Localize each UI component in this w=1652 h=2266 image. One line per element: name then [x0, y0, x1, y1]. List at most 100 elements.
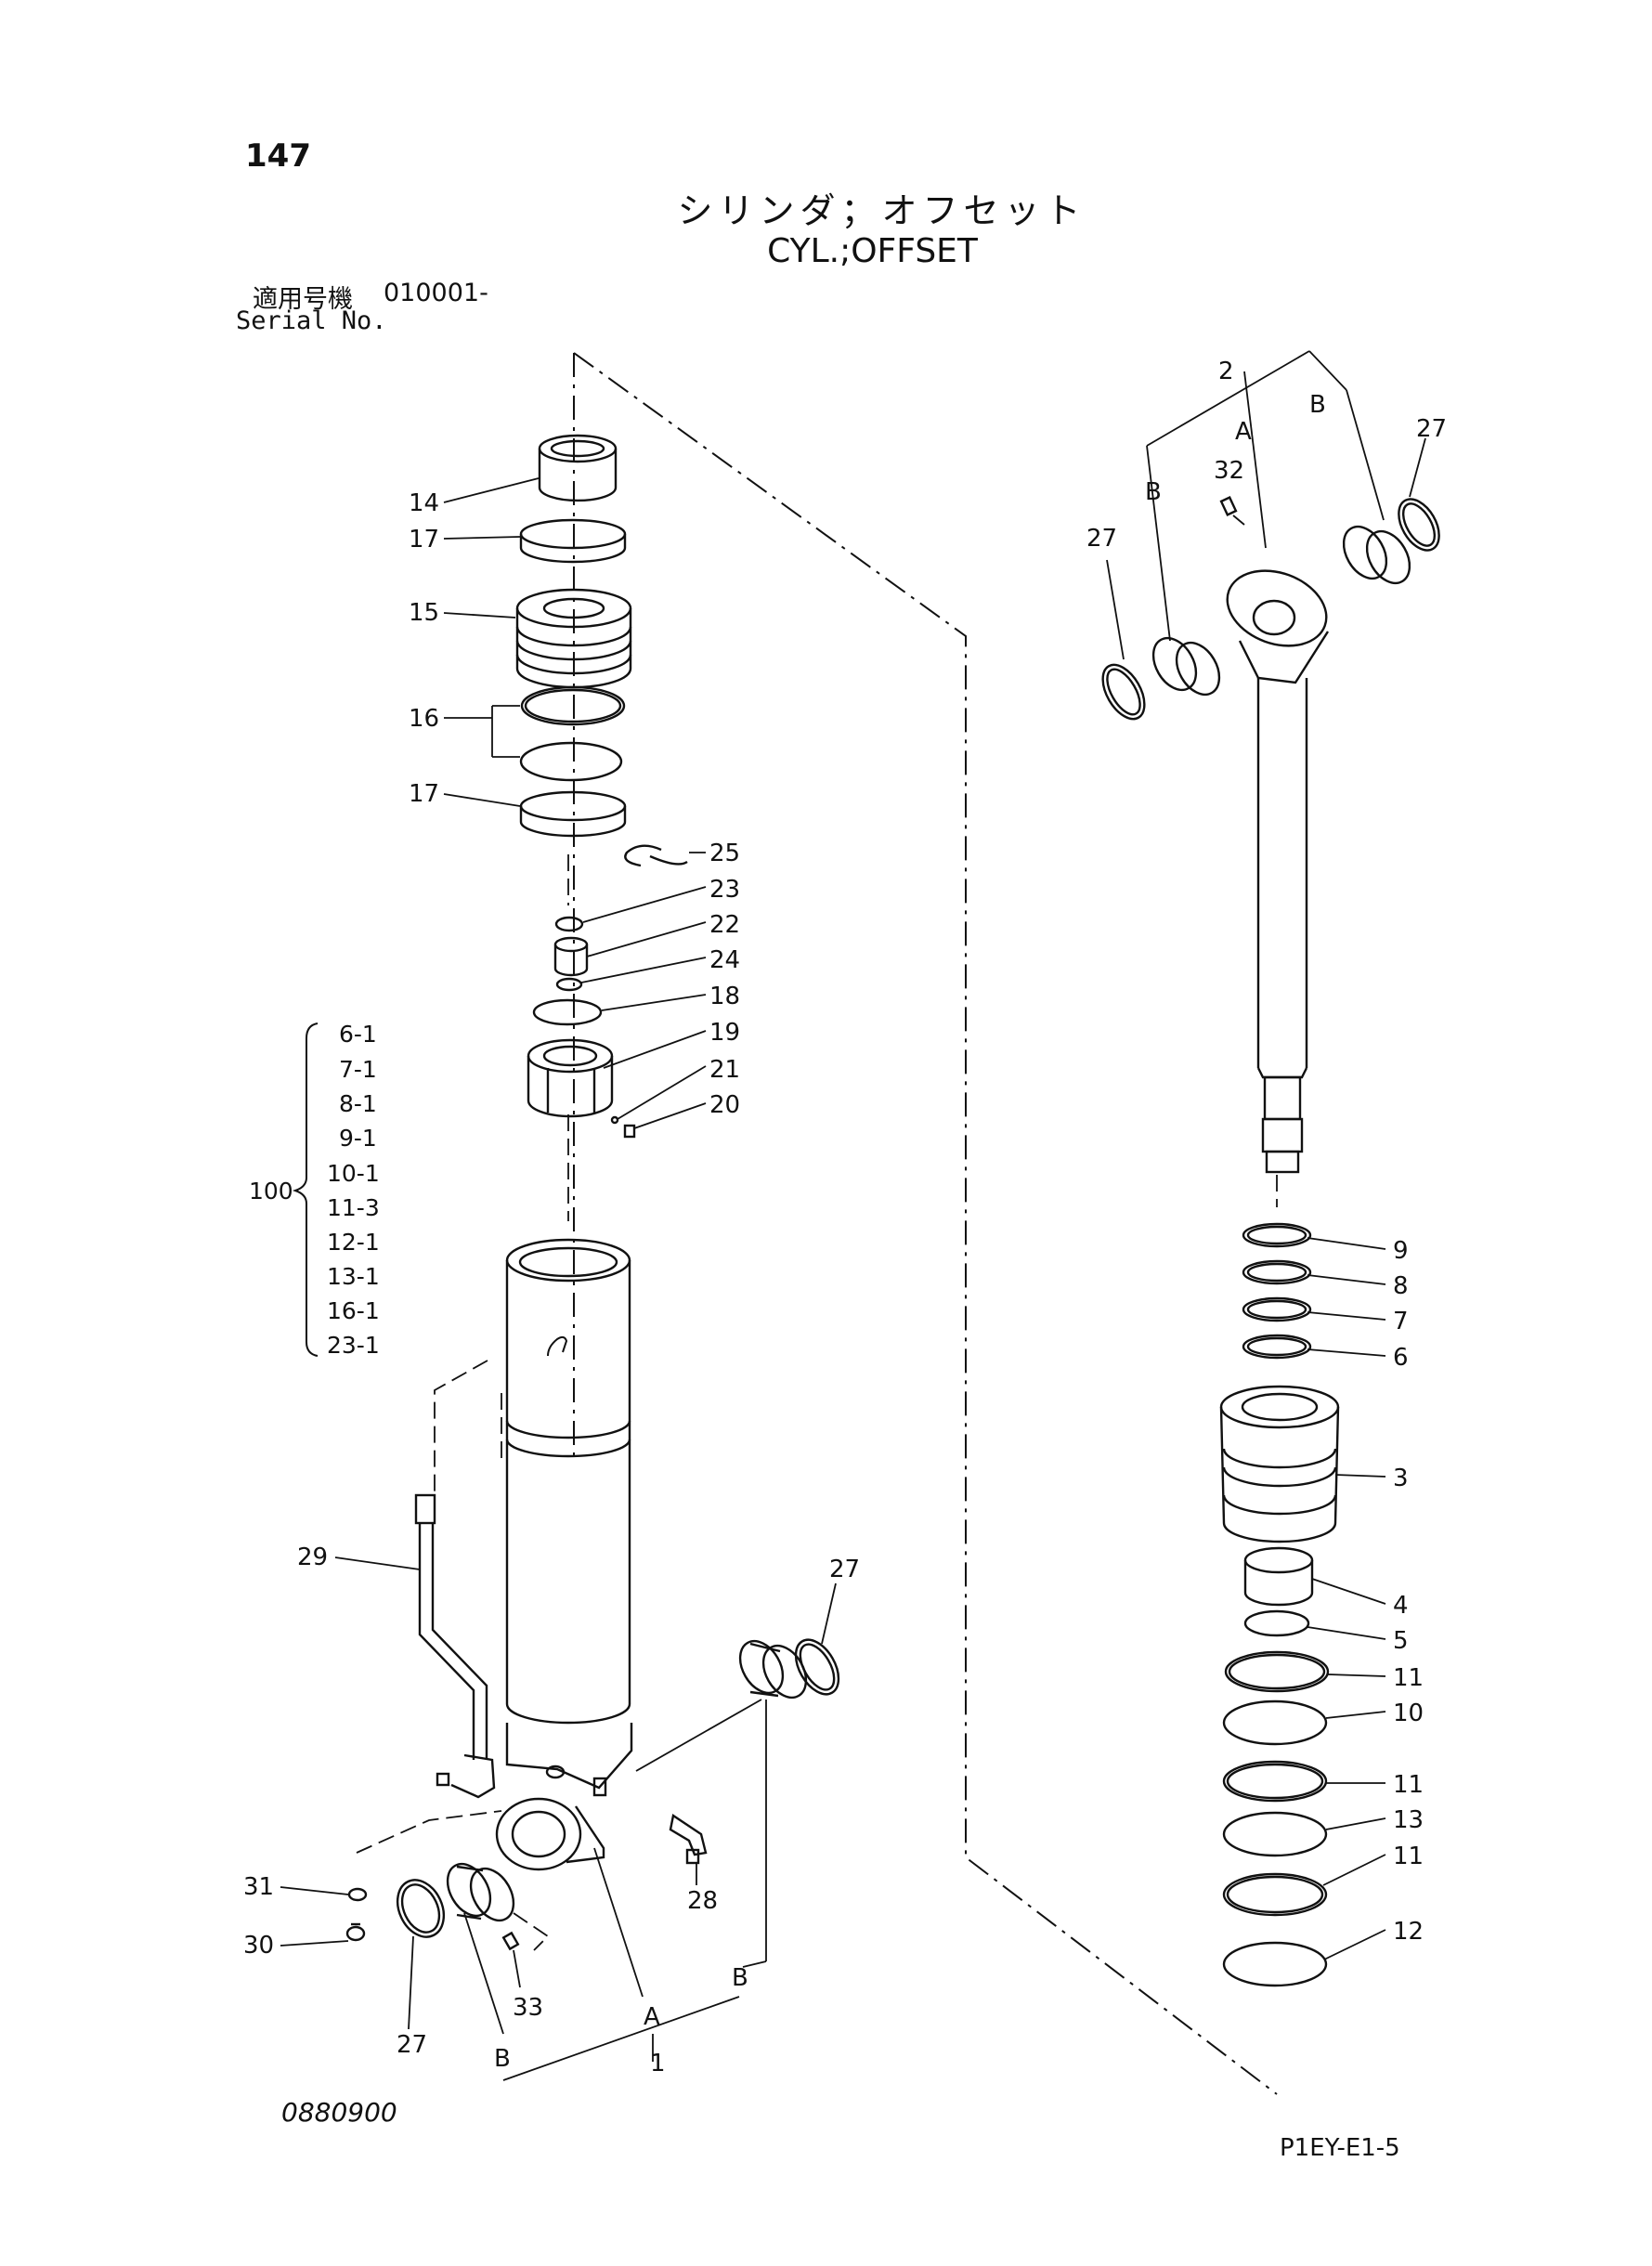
callout-b2: B: [494, 2045, 511, 2073]
callout-20: 20: [709, 1091, 740, 1119]
callout-8: 8: [1393, 1272, 1409, 1300]
kit-item: 23-1: [327, 1332, 380, 1359]
assembly-outline: [573, 352, 1278, 2095]
part-29-pipe: [414, 1493, 496, 1799]
kit-item: 9-1: [339, 1125, 377, 1152]
part-3-cylinder-head: [1219, 1385, 1340, 1543]
kit-item: 13-1: [327, 1263, 380, 1290]
title-english: CYL.;OFFSET: [767, 232, 978, 270]
callout-30: 30: [243, 1932, 274, 1960]
sheet-code: P1EY-E1-5: [1280, 2134, 1400, 2162]
callout-19: 19: [709, 1019, 740, 1047]
part-16-seal-set: [519, 685, 626, 782]
callout-2: 2: [1218, 358, 1234, 385]
callout-4: 4: [1393, 1592, 1409, 1620]
part-31-washer: [347, 1887, 368, 1902]
serial-number-value: 010001-: [384, 279, 488, 307]
kit-item: 7-1: [339, 1056, 377, 1083]
callout-24: 24: [709, 946, 740, 974]
kit-item: 11-3: [327, 1194, 380, 1221]
callout-27a: 27: [829, 1556, 860, 1583]
part-33-grease-fitting: [501, 1931, 520, 1951]
callout-15: 15: [409, 599, 439, 627]
callout-27c: 27: [1416, 415, 1447, 443]
serial-label-english: Serial No.: [236, 306, 387, 335]
callout-3: 3: [1393, 1465, 1409, 1492]
callout-31: 31: [243, 1873, 274, 1901]
title-japanese: シリンダ；オフセット: [677, 190, 1086, 231]
part-24-ring: [555, 977, 583, 992]
kit-item: 8-1: [339, 1090, 377, 1117]
callout-14: 14: [409, 489, 439, 517]
callout-17a: 17: [409, 526, 439, 553]
callout-21: 21: [709, 1056, 740, 1084]
callout-27d: 27: [1086, 525, 1117, 553]
callout-b4: B: [1145, 478, 1162, 506]
callout-10: 10: [1393, 1700, 1424, 1727]
kit-item: 10-1: [327, 1160, 380, 1187]
callout-12: 12: [1393, 1918, 1424, 1946]
part-27-seal-rod-right: [1398, 498, 1440, 552]
part-b-bushing-rod-left: [1151, 636, 1221, 697]
callout-labels: 14 17 15 16 17 25 23 22 24 18 19 21 20 2…: [243, 358, 1447, 2077]
callout-28: 28: [687, 1887, 718, 1915]
part-5-ring: [1243, 1609, 1310, 1637]
seal-rings-lower: [1222, 1650, 1330, 1987]
callout-b3: B: [1309, 391, 1326, 419]
callout-a1: A: [644, 2003, 660, 2031]
part-4-bushing: [1243, 1546, 1314, 1607]
part-32-grease-fitting: [1219, 496, 1238, 516]
part-b-bushing-right: [738, 1639, 808, 1700]
callout-7: 7: [1393, 1308, 1409, 1335]
callout-22: 22: [709, 911, 740, 939]
callout-11c: 11: [1393, 1843, 1424, 1870]
kit-item: 12-1: [327, 1229, 380, 1256]
kit-list: 100 6-1 7-1 8-1 9-1 10-1 11-3 12-1 13-1 …: [249, 1021, 380, 1359]
part-14-bushing: [538, 434, 618, 502]
rod-seal-rings: [1242, 1222, 1312, 1360]
callout-32: 32: [1214, 457, 1244, 485]
drawing-number: 0880900: [281, 2097, 397, 2128]
callout-9: 9: [1393, 1237, 1409, 1265]
serial-label-japanese: 適用号機: [253, 285, 353, 314]
callout-b1: B: [732, 1964, 748, 1992]
kit-bracket: [292, 1022, 319, 1357]
part-28-elbow-fitting: [669, 1814, 708, 1865]
part-17-wear-ring-lower: [519, 790, 627, 838]
part-25-retaining-clip: [624, 844, 688, 867]
callout-6: 6: [1393, 1344, 1409, 1372]
callout-17b: 17: [409, 780, 439, 808]
part-b-bushing-left: [446, 1862, 515, 1922]
callout-33: 33: [513, 1994, 543, 2022]
part-27-seal-left: [396, 1879, 446, 1938]
callout-11a: 11: [1393, 1664, 1424, 1692]
callout-25: 25: [709, 840, 740, 867]
callout-a2: A: [1235, 418, 1252, 446]
part-23-ring: [554, 916, 584, 932]
part-19-nut: [527, 1038, 614, 1118]
part-21-ball: [610, 1115, 619, 1125]
part-2-rod: [1226, 569, 1330, 1174]
kit-item: 6-1: [339, 1021, 377, 1048]
part-30-grease-cap: [345, 1922, 366, 1942]
kit-item: 16-1: [327, 1297, 380, 1324]
part-1-cylinder-tube: [495, 1238, 633, 1871]
callout-27b: 27: [397, 2031, 427, 2059]
callout-11b: 11: [1393, 1771, 1424, 1799]
callout-23: 23: [709, 876, 740, 904]
part-18-ring: [532, 998, 603, 1026]
part-22-collar: [553, 936, 589, 977]
callout-5: 5: [1393, 1627, 1409, 1655]
part-17-wear-ring-upper: [519, 518, 627, 564]
center-lines: [356, 854, 1278, 1951]
callout-18: 18: [709, 983, 740, 1010]
callout-1: 1: [650, 2050, 666, 2077]
callout-16: 16: [409, 705, 439, 733]
leader-lines: [280, 350, 1426, 2081]
callout-29: 29: [297, 1543, 328, 1571]
part-20-set-screw: [623, 1124, 636, 1139]
part-b-bushing-rod-right: [1342, 525, 1411, 585]
callout-13: 13: [1393, 1806, 1424, 1834]
kit-label: 100: [249, 1178, 293, 1205]
